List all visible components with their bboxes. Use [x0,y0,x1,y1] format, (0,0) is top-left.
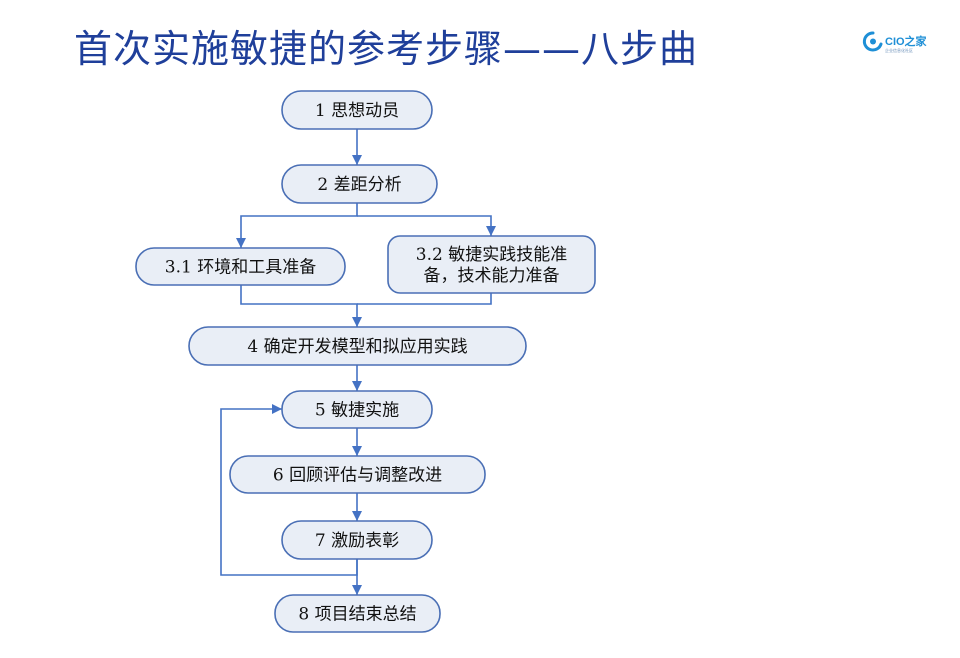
edge-s2-s32-arrow [486,226,496,236]
step-label: 3.2 敏捷实践技能准 [416,245,567,265]
step-label: 3.1 环境和工具准备 [165,258,316,278]
edge-s1-s2-arrow [352,155,362,165]
edge-s31-s4-arrow [352,317,362,327]
step-box [281,164,438,204]
edge-s7-s5 [220,408,358,576]
step-node-s5: 5 敏捷实施 [281,390,433,429]
edge-s32-s4 [357,293,492,305]
slide-title: 首次实施敏捷的参考步骤——八步曲 [74,27,699,71]
step-box [274,594,441,633]
edge-s7-s5-arrow [272,404,282,414]
edge-s4-s5-arrow [352,381,362,391]
cio-logo: CIO之家 企业信息化社区 [862,30,934,54]
step-box [281,520,433,560]
step-label: 4 确定开发模型和拟应用实践 [247,337,467,357]
edge-s5-s6-arrow [352,446,362,456]
flowchart-edges [220,129,496,595]
step-box [281,390,433,429]
step-label: 5 敏捷实施 [315,401,399,421]
step-node-s8: 8 项目结束总结 [274,594,441,633]
edge-s6-s7-arrow [352,511,362,521]
step-node-s2: 2 差距分析 [281,164,438,204]
step-box [387,235,596,294]
edge-s2-s32 [357,215,492,236]
step-label: 6 回顾评估与调整改进 [273,466,442,486]
step-box [188,326,527,366]
flowchart-nodes: 1 思想动员 2 差距分析 3.1 环境和工具准备 3.2 敏捷实践技能准备，技术能力… [135,90,596,633]
cio-logo-icon: CIO之家 企业信息化社区 [862,31,928,53]
step-node-s6: 6 回顾评估与调整改进 [229,455,486,494]
step-label: 7 激励表彰 [315,531,399,551]
step-label: 1 思想动员 [315,101,399,121]
logo-subtext: 企业信息化社区 [885,47,913,53]
edge-s7-s8-arrow [352,585,362,595]
step-box [135,247,346,286]
edge-s31-s4 [240,285,358,327]
step-box [229,455,486,494]
logo-text: CIO之家 [885,34,928,48]
step-label: 8 项目结束总结 [298,605,416,625]
step-label: 备，技术能力准备 [424,266,560,286]
step-node-s1: 1 思想动员 [281,90,433,130]
edge-s2-s31 [240,203,358,248]
step-node-s31: 3.1 环境和工具准备 [135,247,346,286]
step-node-s4: 4 确定开发模型和拟应用实践 [188,326,527,366]
edge-s2-s31-arrow [236,238,246,248]
step-label: 2 差距分析 [317,175,401,195]
step-node-s7: 7 激励表彰 [281,520,433,560]
step-box [281,90,433,130]
